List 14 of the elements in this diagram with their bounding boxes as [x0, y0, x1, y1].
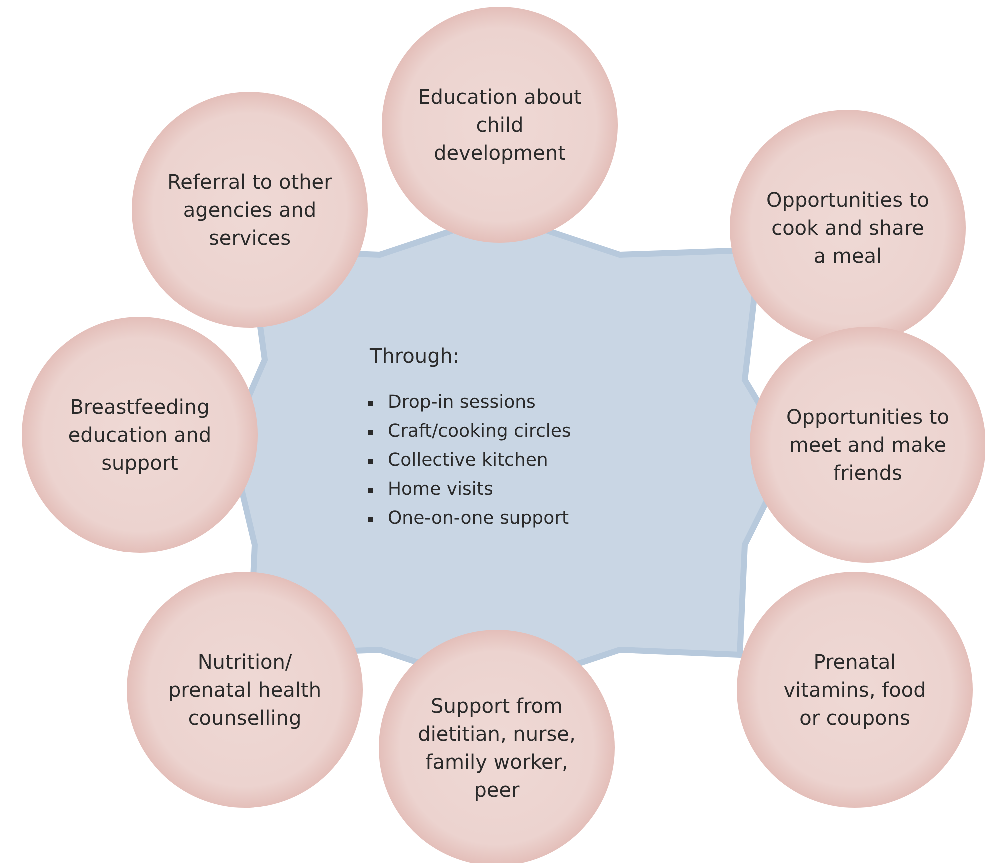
list-item: Collective kitchen [366, 450, 548, 471]
circle-label: Support from dietitian, nurse, family worker, peer [417, 693, 577, 804]
circle-label: Referral to other agencies and services [166, 169, 334, 252]
list-item: Home visits [366, 479, 494, 500]
list-item: One-on-one support [366, 508, 570, 529]
circle-label: Opportunities to meet and make friends [786, 404, 950, 487]
list-item: Craft/cooking circles [366, 421, 572, 442]
circle-label: Nutrition/ prenatal health counselling [167, 649, 323, 732]
circle-label: Opportunities to cook and share a meal [766, 187, 930, 270]
circle-label: Prenatal vitamins, food or coupons [782, 649, 928, 732]
circle-label: Breastfeeding education and support [67, 394, 213, 477]
list-heading: Through: [370, 344, 460, 368]
list-item: Drop-in sessions [366, 392, 536, 413]
circle-label: Education about child development [417, 84, 583, 167]
